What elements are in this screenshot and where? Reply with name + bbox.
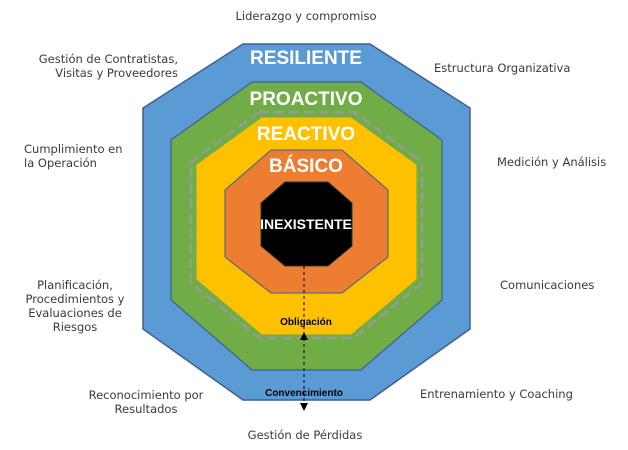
level-inexistente: INEXISTENTE	[260, 216, 352, 232]
label-line: Riesgos	[52, 320, 98, 334]
label-contratistas: Gestión de Contratistas,Visitas y Provee…	[39, 52, 178, 80]
level-reactivo: REACTIVO	[257, 124, 355, 145]
level-resiliente: RESILIENTE	[250, 48, 362, 69]
label-line: Resultados	[114, 402, 178, 416]
label-line: la Operación	[24, 156, 97, 170]
label-line: Visitas y Proveedores	[55, 66, 178, 80]
label-line: Planificación,	[37, 278, 113, 292]
label-line: Reconocimiento por	[88, 388, 204, 402]
level-basico: BÁSICO	[269, 155, 343, 177]
annotation-obligacion: Obligación	[280, 317, 332, 328]
annotation-convencimiento: Convencimiento	[265, 388, 343, 399]
label-liderazgo: Liderazgo y compromiso	[235, 9, 377, 23]
label-line: Gestión de Contratistas,	[38, 52, 178, 66]
label-comunicaciones: Comunicaciones	[500, 278, 595, 292]
label-line: Cumplimiento en	[24, 142, 123, 156]
label-gestion-perdidas: Gestión de Pérdidas	[247, 428, 363, 442]
arrow-down-marker	[300, 403, 308, 411]
dashed-boundary	[189, 110, 424, 340]
core-inexistente	[260, 181, 353, 267]
arrow-up-marker	[300, 332, 308, 340]
level-proactivo: PROACTIVO	[250, 89, 363, 110]
label-line: Procedimientos y	[25, 292, 125, 306]
label-line: Evaluaciones de	[28, 306, 122, 320]
label-entrenamiento: Entrenamiento y Coaching	[420, 387, 573, 401]
label-medicion: Medición y Análisis	[497, 155, 607, 169]
label-estructura: Estructura Organizativa	[434, 61, 571, 75]
